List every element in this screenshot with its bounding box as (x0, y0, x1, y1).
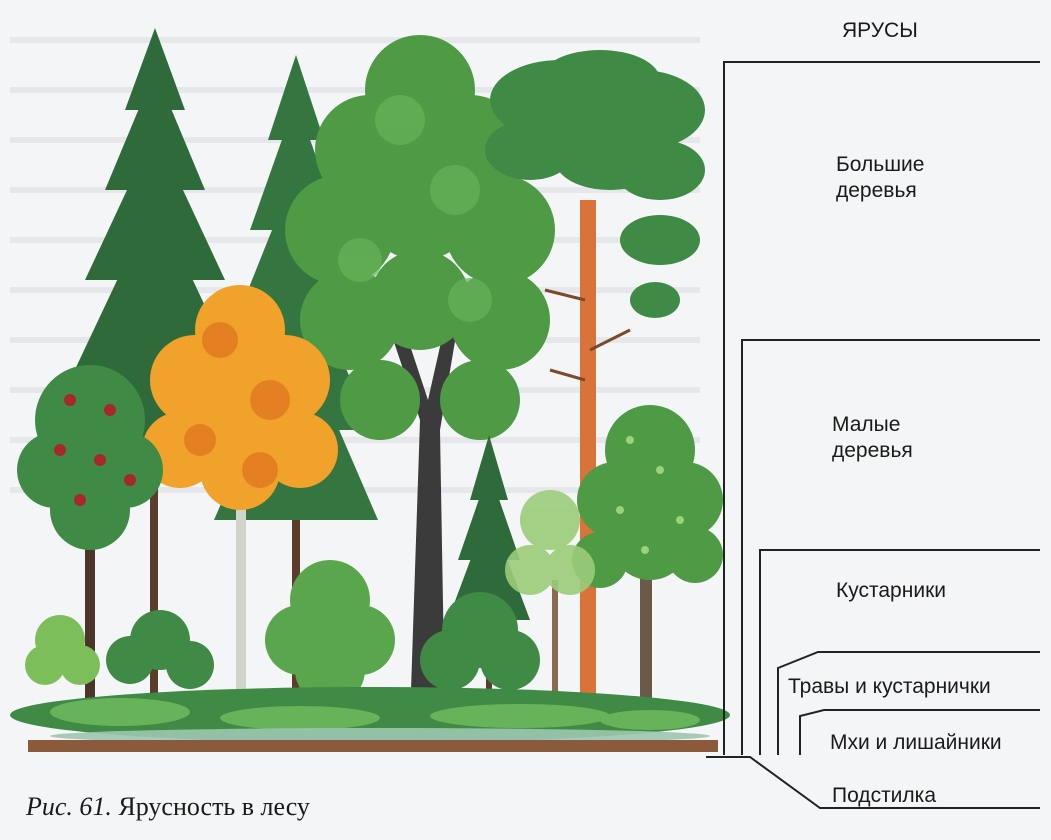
layer-label-litter: Подстилка (832, 783, 936, 809)
figure-caption: Рис. 61. Ярусность в лесу (26, 792, 310, 822)
layer-label-shrubs: Кустарники (836, 578, 946, 604)
layer-label-line: Малые (832, 412, 1012, 438)
layer-label-line: деревья (832, 438, 1012, 464)
layers-heading: ЯРУСЫ (842, 18, 918, 44)
layer-label-line: деревья (836, 178, 1016, 204)
figure-title: Ярусность в лесу (118, 792, 310, 821)
layer-label-small-trees: Малые деревья (832, 412, 1012, 464)
layer-label-herbs: Травы и кустарнички (788, 674, 991, 700)
layer-label-mosses: Мхи и лишайники (830, 730, 1002, 756)
figure-number: Рис. 61. (26, 792, 112, 821)
litter-layer (28, 740, 718, 752)
layer-label-line: Большие (836, 152, 1016, 178)
layer-label-large-trees: Большие деревья (836, 152, 1016, 204)
